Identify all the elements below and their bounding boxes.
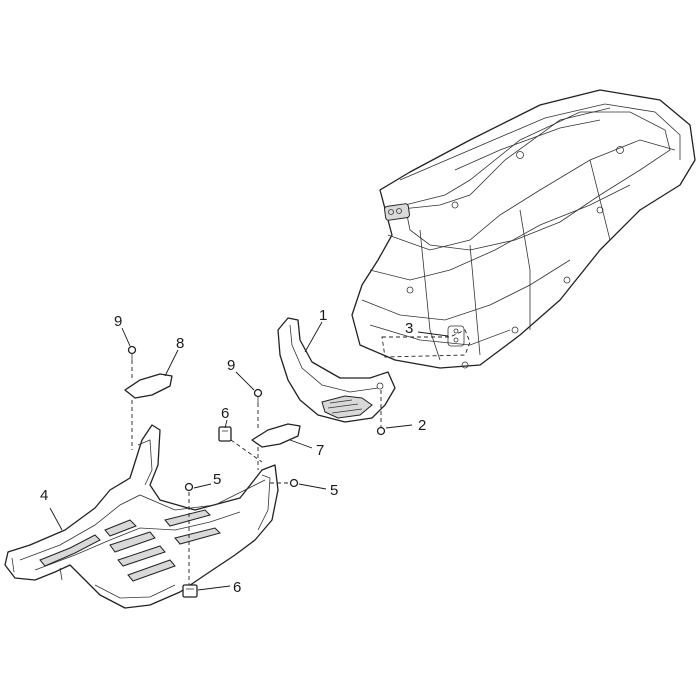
callout-3: 3 bbox=[405, 320, 413, 337]
callout-2: 2 bbox=[418, 417, 426, 434]
callout-5-left: 5 bbox=[213, 471, 221, 488]
callout-6-lower: 6 bbox=[233, 579, 241, 596]
callout-5-right: 5 bbox=[330, 482, 338, 499]
callout-7: 7 bbox=[316, 442, 324, 459]
part-8-pad bbox=[124, 373, 173, 399]
part-5-screw-right bbox=[289, 478, 299, 488]
part-5-screw-left bbox=[184, 482, 194, 492]
part-2-screw bbox=[376, 426, 386, 436]
callout-1: 1 bbox=[319, 307, 327, 324]
leader-lines bbox=[49, 321, 449, 591]
part-4-footboard bbox=[4, 424, 279, 609]
part-6-clip-lower bbox=[182, 584, 198, 598]
body-shell bbox=[351, 89, 696, 369]
callout-8: 8 bbox=[176, 335, 184, 352]
callout-9-right: 9 bbox=[227, 357, 235, 374]
assembly-lines bbox=[131, 360, 382, 585]
callout-6-upper: 6 bbox=[221, 405, 229, 422]
part-6-clip-upper bbox=[218, 426, 232, 442]
part-9-screw-right bbox=[253, 388, 263, 403]
part-9-screw-left bbox=[127, 345, 137, 360]
part-1-inner-cover bbox=[277, 317, 396, 423]
part-7-pad bbox=[251, 423, 301, 448]
callout-9-left: 9 bbox=[114, 313, 122, 330]
callout-4: 4 bbox=[40, 487, 48, 504]
